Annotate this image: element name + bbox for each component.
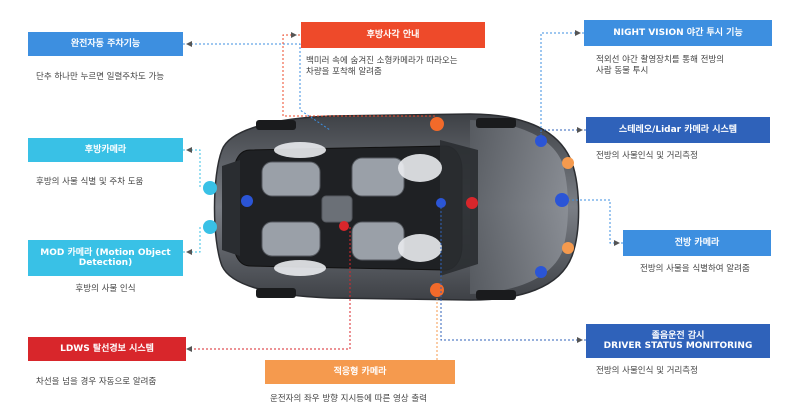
sensor-rear-cyan-2 [203,220,217,234]
sensor-rear-cyan [203,181,217,195]
rear-camera-label: 후방카메라 [28,138,183,162]
auto-parking-label: 완전자동 주차기능 [28,32,183,56]
sensor-center-red [339,221,349,231]
sensor-rear-blue [241,195,253,207]
sensor-front-orange-2 [562,242,574,254]
adaptive-camera-label: 적응형 카메라 [265,360,455,384]
sensor-front-blue-3 [555,193,569,207]
mod-camera-desc: 후방의 사물 인식 [75,284,136,294]
front-camera-label: 전방 카메라 [623,230,771,256]
adaptive-camera-desc: 운전자의 좌우 방향 지시등에 따른 영상 출력 [270,394,427,404]
stereo-lidar-desc: 전방의 사물인식 및 거리측정 [596,151,698,161]
rear-blindspot-label: 후방사각 안내 [301,22,485,48]
sensor-front-blue-4 [535,266,547,278]
sensor-front-red [466,197,478,209]
sensor-mirror-orange [430,117,444,131]
mod-camera-label: MOD 카메라 (Motion Object Detection) [28,240,183,276]
car-body [213,113,580,301]
stereo-lidar-label: 스테레오/Lidar 카메라 시스템 [586,117,770,143]
ldws-label: LDWS 탈선경보 시스템 [28,337,186,361]
auto-parking-desc: 단추 하나만 누르면 일렬주차도 가능 [36,72,165,82]
ldws-desc: 차선을 넘을 경우 자동으로 알려줌 [36,377,157,387]
driver-monitoring-desc: 전방의 사물인식 및 거리측정 [596,366,698,376]
front-camera-desc: 전방의 사물을 식별하여 알려줌 [640,264,750,274]
sensor-front-blue [436,198,446,208]
sensor-front-blue-2 [535,135,547,147]
sensor-mirror-orange-2 [430,283,444,297]
night-vision-desc: 적외선 야간 촬영장치를 통해 전방의 사람 동물 투시 [596,55,725,77]
rear-camera-desc: 후방의 사물 식별 및 주차 도움 [36,177,144,187]
night-vision-label: NIGHT VISION 야간 투시 기능 [584,20,772,46]
driver-monitoring-label: 졸음운전 감시 DRIVER STATUS MONITORING [586,324,770,358]
rear-blindspot-desc: 백미러 속에 숨겨진 소형카메라가 따라오는 차량을 포착해 알려줌 [306,56,458,78]
sensor-front-orange [562,157,574,169]
